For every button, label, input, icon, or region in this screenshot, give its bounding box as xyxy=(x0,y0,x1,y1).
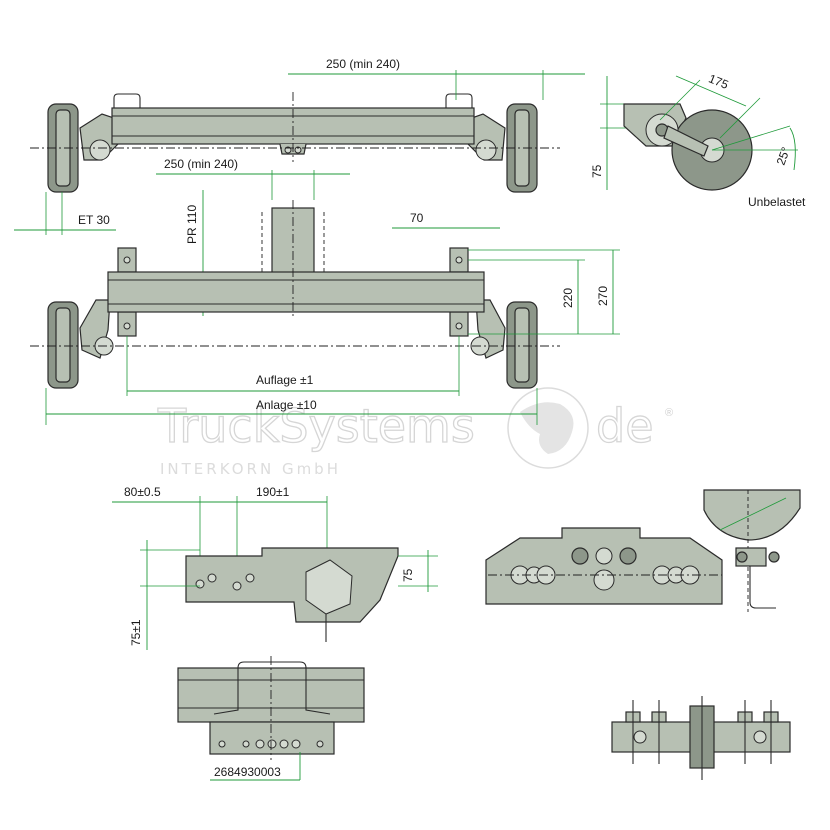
registered-mark: ® xyxy=(665,407,673,419)
unbelastet-label: Unbelastet xyxy=(748,195,806,209)
top-axle-view: ET 30 250 (min 240) xyxy=(14,57,585,235)
mount-plate-detail xyxy=(485,527,723,605)
watermark-company: INTERKORN GmbH xyxy=(160,460,341,478)
d80-label: 80±0.5 xyxy=(124,485,161,499)
clamp-plate xyxy=(209,721,335,755)
globe-icon xyxy=(507,387,589,469)
seventy-label: 70 xyxy=(410,211,424,225)
axle-tube xyxy=(107,271,485,313)
h220-label: 220 xyxy=(561,288,575,308)
middle-axle-view: 250 (min 240) PR 110 7 xyxy=(30,157,620,425)
part-number: 2684930003 xyxy=(214,765,281,779)
watermark-brand: TruckSystems xyxy=(157,399,475,453)
et-label: ET 30 xyxy=(78,213,110,227)
bolt-head xyxy=(619,547,637,565)
anlage-label: Anlage ±10 xyxy=(256,398,317,412)
clamp-plate-detail: 2684930003 xyxy=(177,656,365,781)
globe-land-shape xyxy=(520,402,574,454)
long-mount-plate xyxy=(485,527,723,605)
mounting-bracket xyxy=(185,547,399,623)
u-clamp xyxy=(213,668,331,715)
hex-tube-section xyxy=(305,559,353,615)
d75-left-label: 75±1 xyxy=(129,619,143,646)
d190-label: 190±1 xyxy=(256,485,290,499)
left-u-bolt xyxy=(113,93,141,108)
auflage-label: Auflage ±1 xyxy=(256,373,314,387)
hanger-shell xyxy=(703,489,801,541)
right-u-bolt xyxy=(445,93,473,108)
left-arm-hub xyxy=(89,139,111,161)
hook-rod xyxy=(749,566,776,609)
cross-clamp-detail xyxy=(611,696,791,780)
side-arm xyxy=(663,125,709,157)
arm175-label: 175 xyxy=(707,71,731,92)
h270-label: 270 xyxy=(596,286,610,306)
watermark: TruckSystems de ® INTERKORN GmbH xyxy=(156,387,673,478)
pr-label: PR 110 xyxy=(185,205,199,244)
d75-right-label: 75 xyxy=(401,568,415,582)
angle-label: 25° xyxy=(774,145,793,167)
bracket-detail: 80±0.5 190±1 75±1 75 xyxy=(112,485,438,650)
hanger-detail xyxy=(703,489,801,612)
side-view: 75 175 25° Unbelastet xyxy=(590,71,806,209)
arm75-label: 75 xyxy=(590,164,604,178)
bolt-head xyxy=(571,547,589,565)
right-arm-hub xyxy=(475,139,497,161)
mid-spacing-label: 250 (min 240) xyxy=(164,157,238,171)
top-spacing-label: 250 (min 240) xyxy=(326,57,400,71)
watermark-domain: de xyxy=(596,399,654,453)
